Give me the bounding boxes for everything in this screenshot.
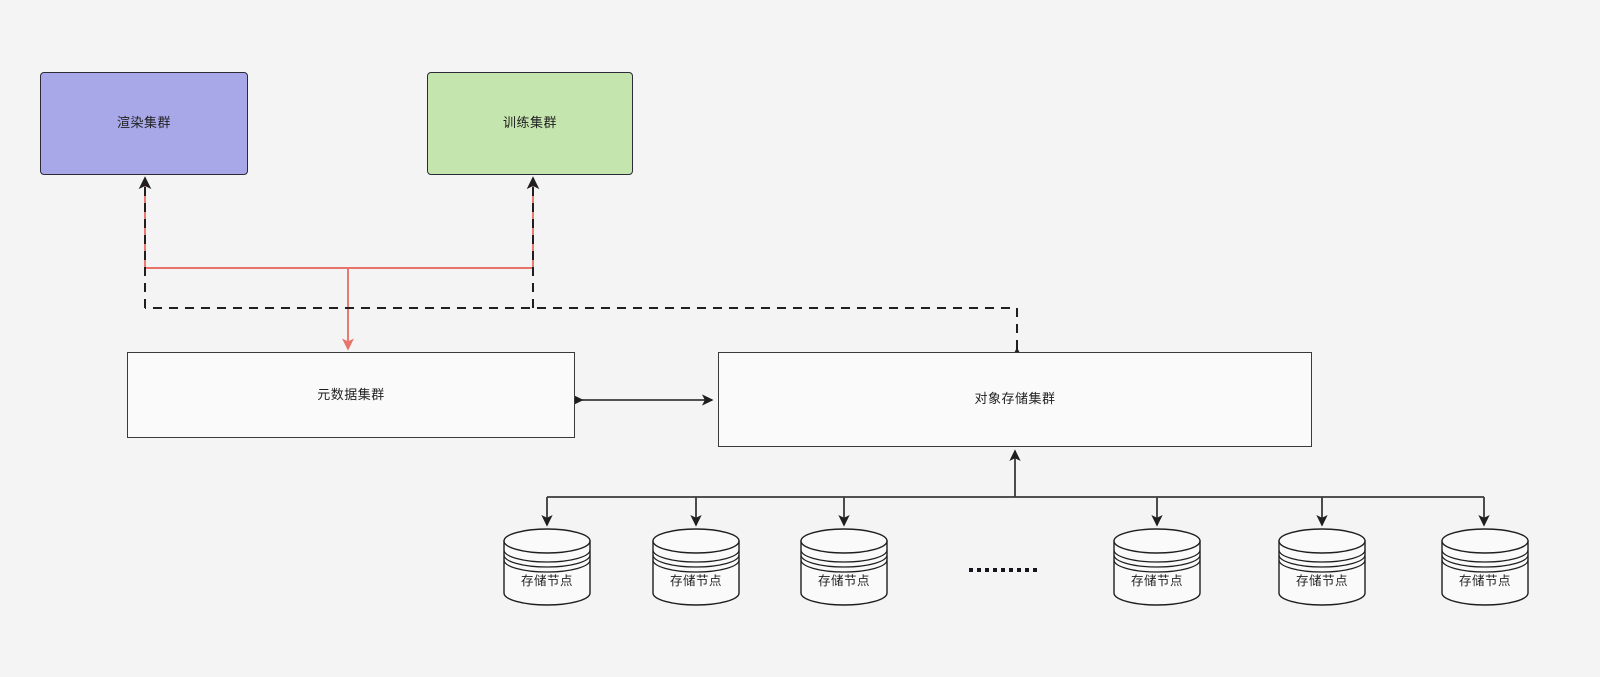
node-metadata-cluster[interactable]: 元数据集群 [127,352,575,438]
database-cylinder-icon [1441,528,1529,606]
storage-node-label: 存储节点 [817,574,870,588]
ellipsis-dot [993,568,997,572]
storage-node[interactable]: 存储节点 [650,528,742,606]
storage-node-label: 存储节点 [1295,574,1348,588]
ellipsis-dot [985,568,989,572]
node-training-cluster[interactable]: 训练集群 [427,72,633,175]
ellipsis-dot [1001,568,1005,572]
storage-node[interactable]: 存储节点 [1439,528,1531,606]
storage-node[interactable]: 存储节点 [1111,528,1203,606]
database-cylinder-icon [503,528,591,606]
node-render-cluster[interactable]: 渲染集群 [40,72,248,175]
database-cylinder-icon [800,528,888,606]
edge-metadata-to-clusters [144,180,534,351]
storage-node-label: 存储节点 [1130,574,1183,588]
storage-node[interactable]: 存储节点 [1276,528,1368,606]
ellipsis-dot [1017,568,1021,572]
node-render-cluster-label: 渲染集群 [116,115,171,131]
storage-node-label: 存储节点 [520,574,573,588]
ellipsis-dot [1033,568,1037,572]
ellipsis-dot [977,568,981,572]
storage-node-label: 存储节点 [1458,574,1511,588]
ellipsis-indicator [969,568,1037,572]
database-cylinder-icon [1113,528,1201,606]
node-object-storage-cluster-label: 对象存储集群 [974,391,1056,407]
edge-objectstorage-to-clusters [138,176,1024,361]
storage-node[interactable]: 存储节点 [798,528,890,606]
storage-node-label: 存储节点 [669,574,722,588]
ellipsis-dot [969,568,973,572]
edge-storage-node-bus [541,449,1490,527]
database-cylinder-icon [652,528,740,606]
storage-node[interactable]: 存储节点 [501,528,593,606]
ellipsis-dot [1025,568,1029,572]
node-object-storage-cluster[interactable]: 对象存储集群 [718,352,1312,447]
node-metadata-cluster-label: 元数据集群 [317,386,385,402]
ellipsis-dot [1009,568,1013,572]
database-cylinder-icon [1278,528,1366,606]
node-training-cluster-label: 训练集群 [502,115,557,131]
